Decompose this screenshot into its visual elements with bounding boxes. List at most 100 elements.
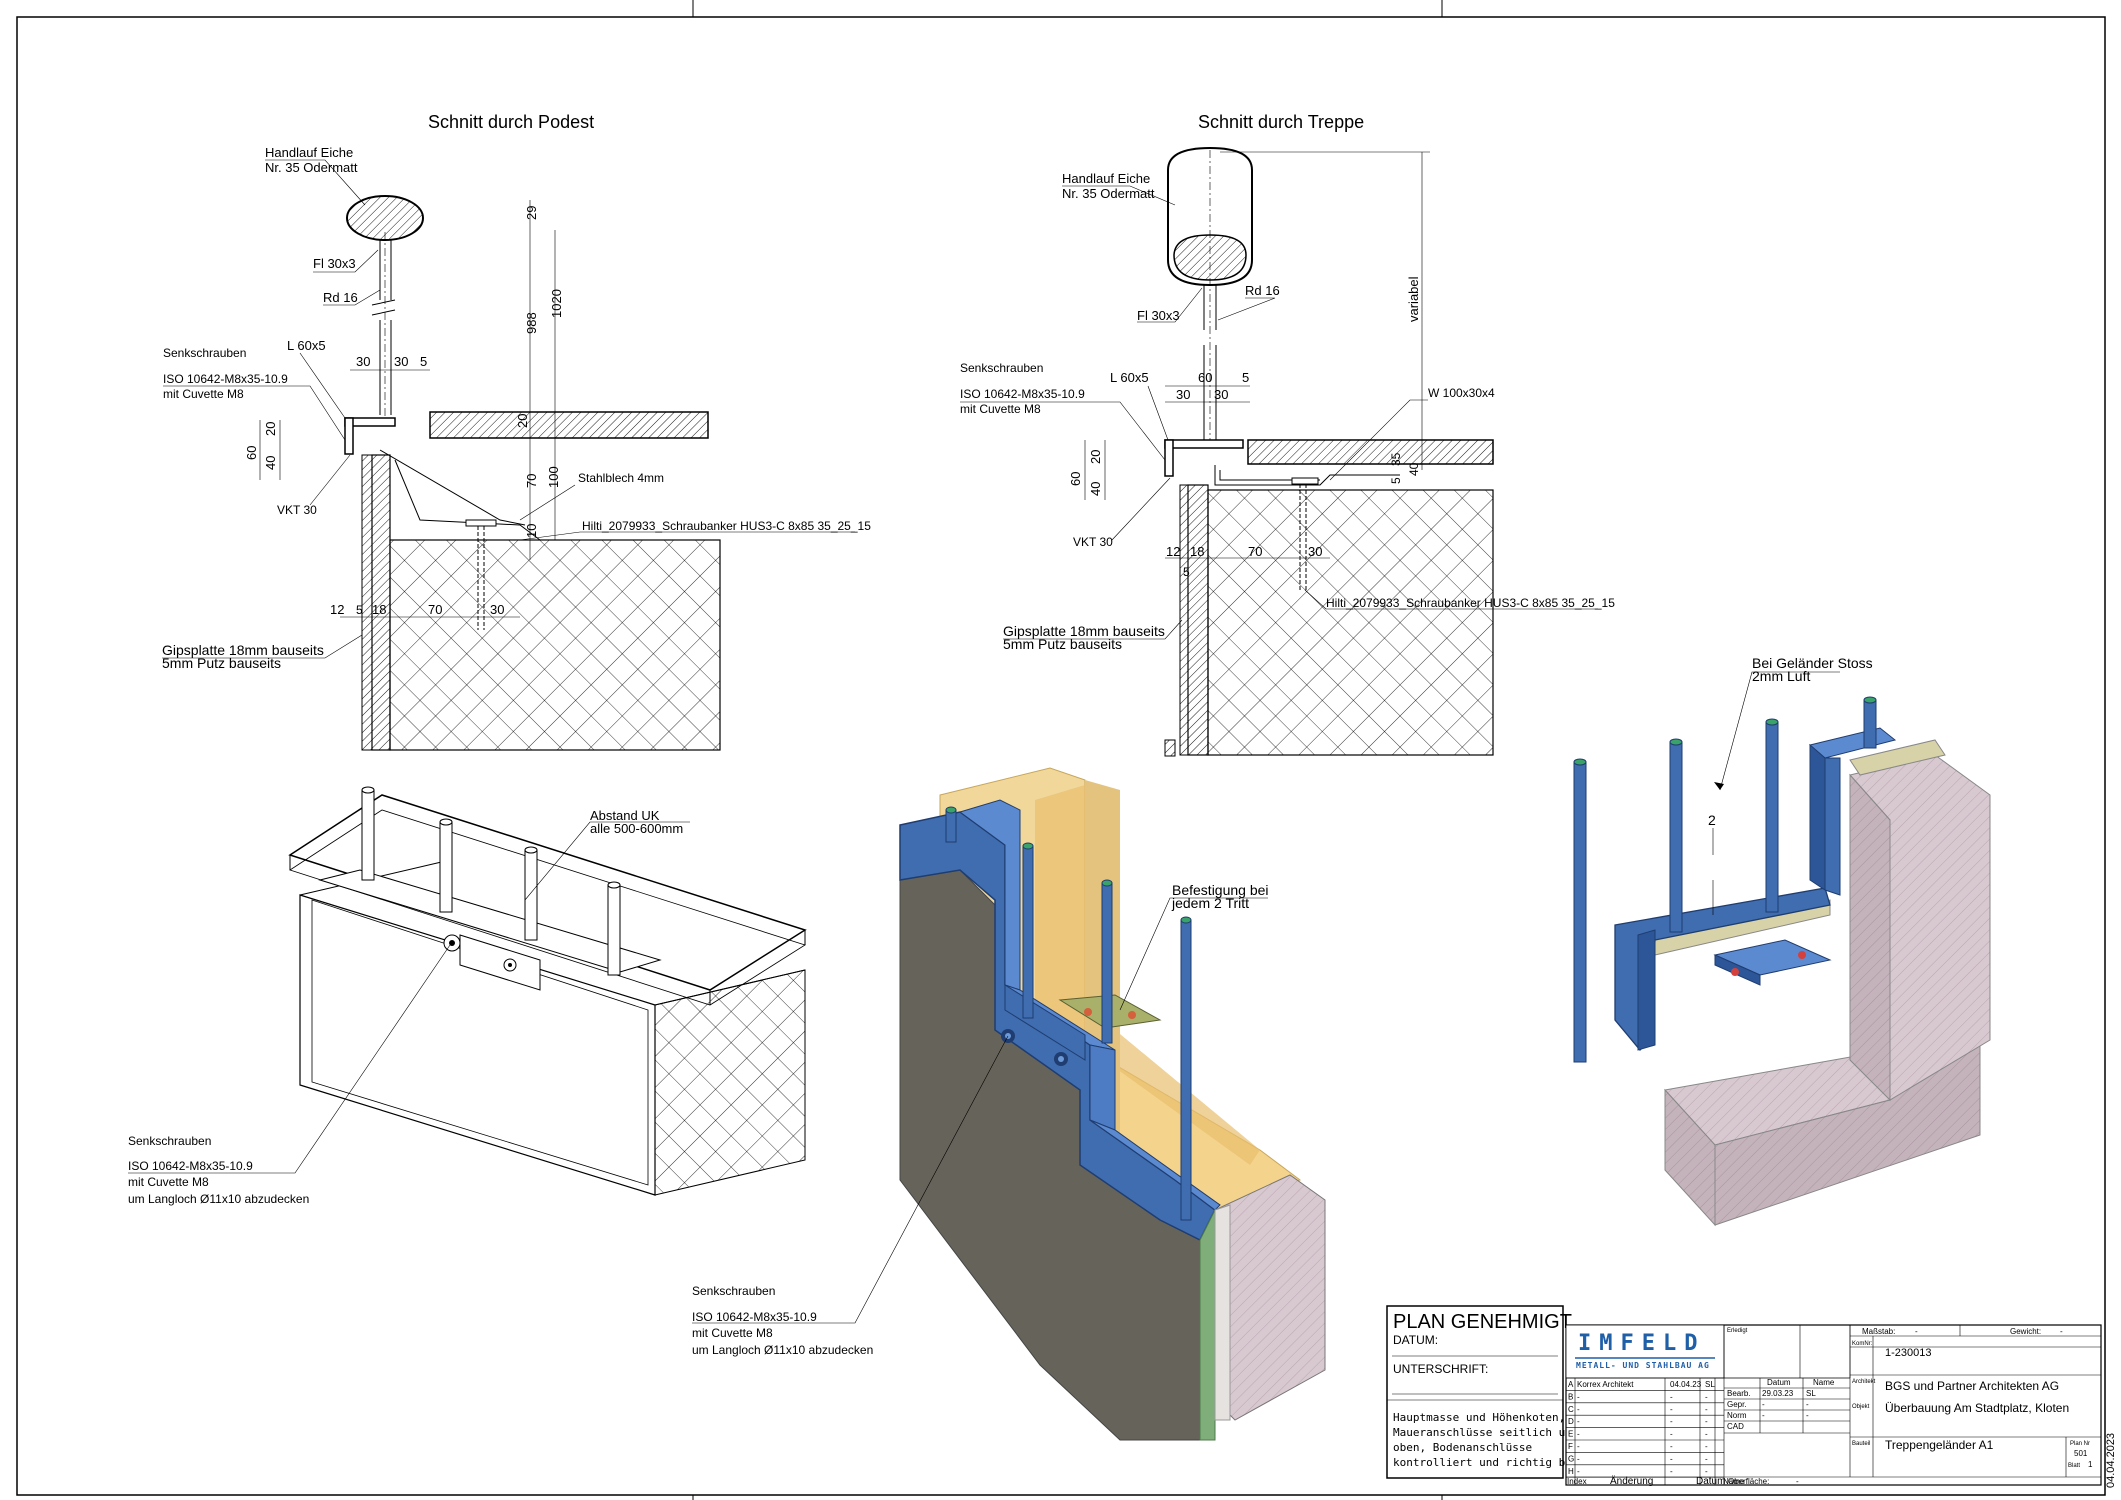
label-iso-screws-3: mit Cuvette M8: [128, 1175, 209, 1189]
sign-head-name: Name: [1813, 1378, 1835, 1387]
revision-cell-name: -: [1705, 1442, 1708, 1451]
label-center-screws-2: ISO 10642-M8x35-10.9: [692, 1310, 817, 1324]
dim-18s: 18: [1190, 544, 1204, 559]
sign-cell-role: Norm: [1727, 1411, 1747, 1420]
weight-value: -: [2060, 1327, 2063, 1336]
sign-cell-date: -: [1762, 1411, 1765, 1420]
label-steel-sheet: Stahlblech 4mm: [578, 471, 664, 485]
revision-cell-name: SL: [1705, 1380, 1715, 1389]
company-logo: IMFELD: [1578, 1331, 1705, 1356]
revision-cell-date: -: [1670, 1430, 1673, 1439]
revision-cell-index: H: [1568, 1467, 1574, 1476]
sign-head-date: Datum: [1767, 1378, 1791, 1387]
revision-cell-name: -: [1705, 1467, 1708, 1476]
part-value: Treppengeländer A1: [1885, 1438, 1994, 1452]
part-label: Bauteil: [1852, 1441, 1870, 1447]
revision-cell-change: -: [1577, 1405, 1580, 1414]
dim-30a: 30: [356, 354, 370, 369]
revision-cell-index: F: [1568, 1442, 1573, 1451]
revision-cell-date: -: [1670, 1442, 1673, 1451]
dim-30tb: 30: [1214, 387, 1228, 402]
dim-988: 988: [524, 312, 539, 334]
revision-cell-index: D: [1568, 1417, 1574, 1426]
label-screws-stair-1: Senkschrauben: [960, 361, 1043, 375]
kom-label: KomNr:: [1852, 1341, 1873, 1347]
dim-10: 10: [524, 524, 539, 538]
section-podest-title: Schnitt durch Podest: [428, 112, 594, 132]
revision-cell-change: -: [1577, 1417, 1580, 1426]
dim-5a: 5: [420, 354, 427, 369]
label-screws-stair-3: mit Cuvette M8: [960, 402, 1041, 416]
label-angle-stair: L 60x5: [1110, 370, 1149, 385]
iso-podest-wireframe: Abstand UK alle 500-600mm Senkschrauben …: [128, 786, 807, 1206]
revision-cell-name: -: [1705, 1454, 1708, 1463]
label-plaster-2: 5mm Putz bauseits: [162, 655, 281, 671]
label-iso-screws-2: ISO 10642-M8x35-10.9: [128, 1159, 253, 1173]
dim-20l: 20: [1088, 450, 1103, 464]
label-joint: Bei Geländer Stoss: [1752, 655, 1873, 671]
label-screws-3: mit Cuvette M8: [163, 387, 244, 401]
label-center-screws-4: um Langloch Ø11x10 abzudecken: [692, 1343, 873, 1357]
approval-note-3: oben, Bodenanschlüsse: [1393, 1441, 1532, 1454]
label-screws-stair-2: ISO 10642-M8x35-10.9: [960, 387, 1085, 401]
weight-label: Gewicht:: [2010, 1327, 2041, 1336]
plaster-layer: [361, 454, 373, 751]
approval-note-2: Maueranschlüsse seitlich und: [1393, 1426, 1578, 1439]
plan-label: Plan Nr: [2070, 1441, 2090, 1447]
sign-cell-role: CAD: [1727, 1422, 1744, 1431]
erledigt-label: Erledigt: [1727, 1328, 1748, 1334]
dim-30b: 30: [394, 354, 408, 369]
label-screws-2: ISO 10642-M8x35-10.9: [163, 372, 288, 386]
approval-stamp: PLAN GENEHMIGT DATUM: UNTERSCHRIFT: Haup…: [1386, 1305, 1612, 1479]
revision-cell-change: -: [1577, 1454, 1580, 1463]
dim-30c: 30: [490, 602, 504, 617]
dim-18: 18: [372, 602, 386, 617]
label-iso-screws-4: um Langloch Ø11x10 abzudecken: [128, 1192, 309, 1206]
label-center-screws-3: mit Cuvette M8: [692, 1326, 773, 1340]
revision-cell-date: -: [1670, 1392, 1673, 1401]
sheet-label: Blatt: [2068, 1463, 2080, 1469]
sign-cell-name: SL: [1806, 1389, 1816, 1398]
revision-cell-change: -: [1577, 1467, 1580, 1476]
revision-cell-date: -: [1670, 1454, 1673, 1463]
label-handrail: Handlauf Eiche: [265, 145, 353, 160]
label-vkt-stair: VKT 30: [1073, 535, 1113, 549]
dim-20b: 20: [515, 414, 530, 428]
revision-cell-date: -: [1670, 1467, 1673, 1476]
revision-cell-date: 04.04.23: [1670, 1380, 1702, 1389]
label-handrail-stair-2: Nr. 35 Odermatt: [1062, 186, 1155, 201]
revision-cell-index: G: [1568, 1454, 1574, 1463]
label-flat-bar-stair: Fl 30x3: [1137, 308, 1180, 323]
approval-date: DATUM:: [1393, 1333, 1438, 1347]
object-value: Überbauung Am Stadtplatz, Kloten: [1885, 1401, 2069, 1415]
revision-cell-change: -: [1577, 1392, 1580, 1401]
revision-cell-change: -: [1577, 1442, 1580, 1451]
footer-surface: Oberfläche:: [1728, 1477, 1769, 1486]
dim-35r: 35: [1389, 452, 1403, 466]
label-distance-2: alle 500-600mm: [590, 821, 683, 836]
sign-cell-name: -: [1806, 1400, 1809, 1409]
sign-cell-role: Bearb.: [1727, 1389, 1751, 1398]
sign-cell-date: 29.03.23: [1762, 1389, 1794, 1398]
revision-cell-index: E: [1568, 1430, 1573, 1439]
w-profile: [1164, 439, 1244, 449]
approval-note-4: kontrolliert und richtig befunden: [1393, 1456, 1612, 1469]
dim-variable: variabel: [1406, 276, 1421, 322]
footer-change: Änderung: [1610, 1475, 1653, 1487]
plan-value: 501: [2074, 1449, 2088, 1458]
revision-cell-index: C: [1568, 1405, 1574, 1414]
label-angle: L 60x5: [287, 338, 326, 353]
object-label: Objekt: [1852, 1404, 1870, 1410]
stair-slab: [1247, 439, 1494, 465]
dim-1020: 1020: [549, 289, 564, 318]
podest-slab: [429, 411, 709, 439]
dim-60l: 60: [1068, 472, 1083, 486]
scale-label: Maßstab:: [1862, 1327, 1895, 1336]
dim-70s: 70: [1248, 544, 1262, 559]
dim-100: 100: [546, 466, 561, 488]
label-center-screws-1: Senkschrauben: [692, 1284, 775, 1298]
sheet-value: 1: [2088, 1460, 2093, 1469]
label-handrail-stair: Handlauf Eiche: [1062, 171, 1150, 186]
dim-70b: 70: [428, 602, 442, 617]
